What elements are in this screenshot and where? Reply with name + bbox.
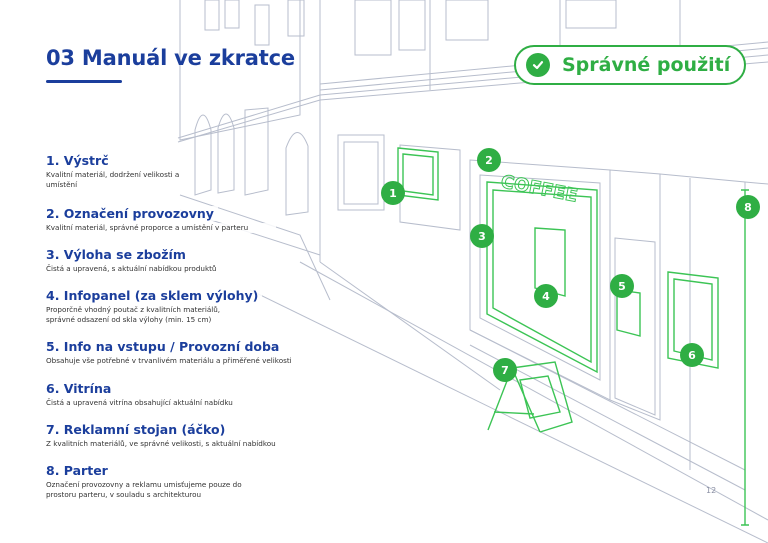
svg-text:8: 8 [744, 201, 752, 214]
item-title: 8. Parter [46, 463, 112, 478]
item-title: 3. Výloha se zbožím [46, 247, 190, 262]
title-underline [46, 80, 122, 83]
item-description: Označení provozovny a reklamu umisťujeme… [46, 480, 256, 500]
item-title: 1. Výstrč [46, 153, 113, 168]
marker-1: 1 [381, 181, 405, 205]
coffee-sign: COFFEE [499, 171, 579, 206]
item-description: Čistá a upravená vitrína obsahující aktu… [46, 398, 276, 408]
list-item: 1. Výstrč Kvalitní materiál, dodržení ve… [46, 150, 306, 190]
marker-5: 5 [610, 274, 634, 298]
list-item: 2. Označení provozovny Kvalitní materiál… [46, 203, 306, 233]
item-description: Proporčně vhodný poutač z kvalitních mat… [46, 305, 246, 325]
correct-usage-badge: Správné použití [514, 45, 746, 85]
svg-text:1: 1 [389, 187, 397, 200]
check-icon [526, 53, 550, 77]
marker-8: 8 [736, 195, 760, 219]
list-item: 6. Vitrína Čistá a upravená vitrína obsa… [46, 378, 306, 408]
list-item: 4. Infopanel (za sklem výlohy) Proporčně… [46, 285, 306, 325]
list-item: 8. Parter Označení provozovny a reklamu … [46, 460, 306, 500]
item-title: 7. Reklamní stojan (áčko) [46, 422, 230, 437]
marker-4: 4 [534, 284, 558, 308]
page-title: 03 Manuál ve zkratce [46, 46, 295, 70]
marker-6: 6 [680, 343, 704, 367]
item-title: 4. Infopanel (za sklem výlohy) [46, 288, 263, 303]
list-item: 7. Reklamní stojan (áčko) Z kvalitních m… [46, 419, 306, 449]
item-description: Kvalitní materiál, dodržení velikosti a … [46, 170, 186, 190]
marker-2: 2 [477, 148, 501, 172]
svg-text:7: 7 [501, 364, 509, 377]
svg-text:4: 4 [542, 290, 550, 303]
page-number: 12 [706, 486, 717, 495]
svg-text:3: 3 [478, 230, 486, 243]
list-item: 5. Info na vstupu / Provozní doba Obsahu… [46, 336, 316, 366]
item-description: Čistá a upravená, s aktuální nabídkou pr… [46, 264, 276, 274]
item-title: 5. Info na vstupu / Provozní doba [46, 339, 284, 354]
item-description: Obsahuje vše potřebné v trvanlivém mater… [46, 356, 316, 366]
svg-text:6: 6 [688, 349, 696, 362]
item-description: Z kvalitních materiálů, ve správné velik… [46, 439, 276, 449]
item-title: 6. Vitrína [46, 381, 116, 396]
marker-7: 7 [493, 358, 517, 382]
item-title: 2. Označení provozovny [46, 206, 218, 221]
marker-3: 3 [470, 224, 494, 248]
svg-text:5: 5 [618, 280, 626, 293]
badge-label: Správné použití [562, 54, 731, 76]
svg-text:2: 2 [485, 154, 493, 167]
list-item: 3. Výloha se zbožím Čistá a upravená, s … [46, 244, 306, 274]
item-description: Kvalitní materiál, správné proporce a um… [46, 223, 276, 233]
